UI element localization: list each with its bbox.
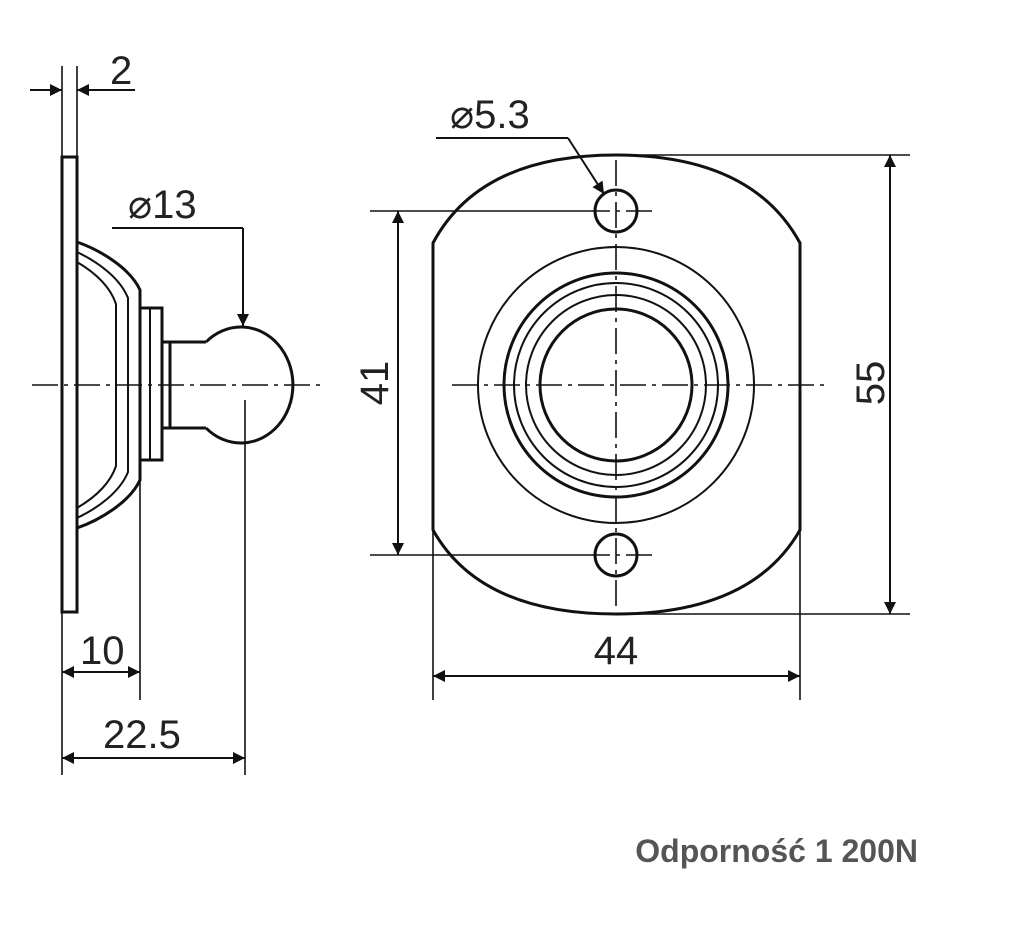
dim-ball-label: ⌀13 xyxy=(128,183,197,227)
side-view: 2 ⌀13 10 22.5 xyxy=(30,49,322,775)
dim-thickness-label: 2 xyxy=(110,49,132,93)
dim-total-label: 22.5 xyxy=(103,713,181,757)
dim-height-label: 55 xyxy=(849,361,893,406)
load-rating-caption: Odporność 1 200N xyxy=(635,833,918,869)
ball-head xyxy=(204,325,295,445)
mount-plate-outline xyxy=(431,153,802,616)
front-view: ⌀5.3 41 55 44 xyxy=(353,93,910,700)
dim-hole-label: ⌀5.3 xyxy=(450,93,530,137)
dim-hole-leader-diag xyxy=(567,137,605,195)
ball-neck xyxy=(162,340,206,430)
boss-inner-edge xyxy=(76,251,129,519)
dim-width-label: 44 xyxy=(594,629,639,673)
dim-spacing-label: 41 xyxy=(353,361,397,406)
dim-base-label: 10 xyxy=(80,629,125,673)
boss-inner-edge-2 xyxy=(76,261,117,509)
flange-plate xyxy=(60,155,79,614)
